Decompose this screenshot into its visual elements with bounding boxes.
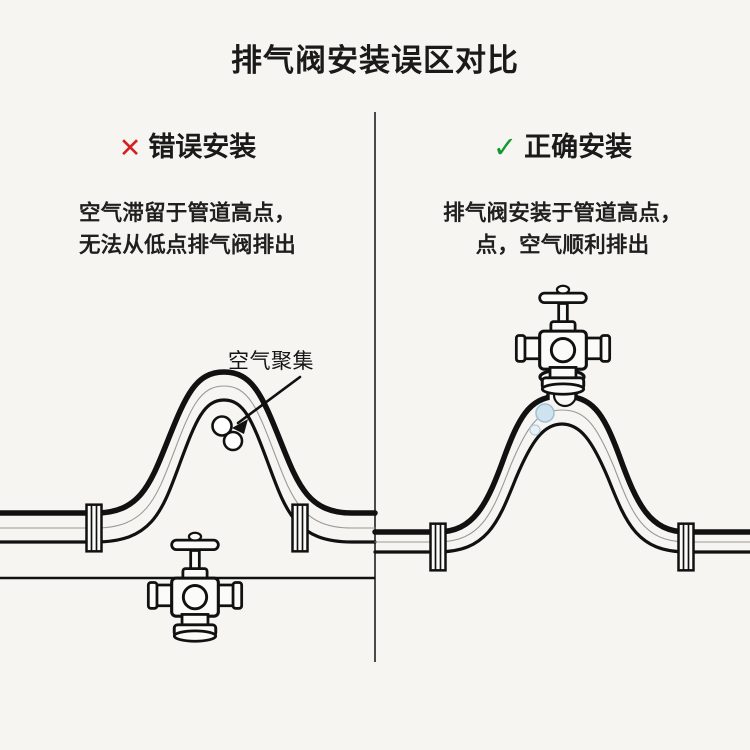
panel-correct-installation: ✓正确安装 排气阀安装于管道高点， 点，空气顺利排出 [375,0,750,750]
left-panel-description: 空气滞留于管道高点， 无法从低点排气阀排出 [0,198,375,262]
left-heading-label: 错误安装 [148,132,257,162]
left-desc-line-2: 无法从低点排气阀排出 [78,232,296,257]
right-panel-description: 排气阀安装于管道高点， 点，空气顺利排出 [375,198,750,262]
air-accumulation-label: 空气聚集 [228,350,314,373]
page-title: 排气阀安装误区对比 [231,43,519,78]
left-desc-line-1: 空气滞留于管道高点， [78,201,296,225]
right-desc-line-1: 排气阀安装于管道高点， [443,201,682,225]
right-heading-label: 正确安装 [524,132,633,162]
right-desc-line-2: 点，空气顺利排出 [475,232,650,257]
cross-icon: ✕ [118,133,142,163]
check-icon: ✓ [492,132,518,164]
left-panel-heading: ✕错误安装 [0,132,375,164]
panel-wrong-installation: ✕错误安装 空气滞留于管道高点， 无法从低点排气阀排出 空气聚集 [0,132,375,373]
right-panel-heading: ✓正确安装 [375,132,750,165]
